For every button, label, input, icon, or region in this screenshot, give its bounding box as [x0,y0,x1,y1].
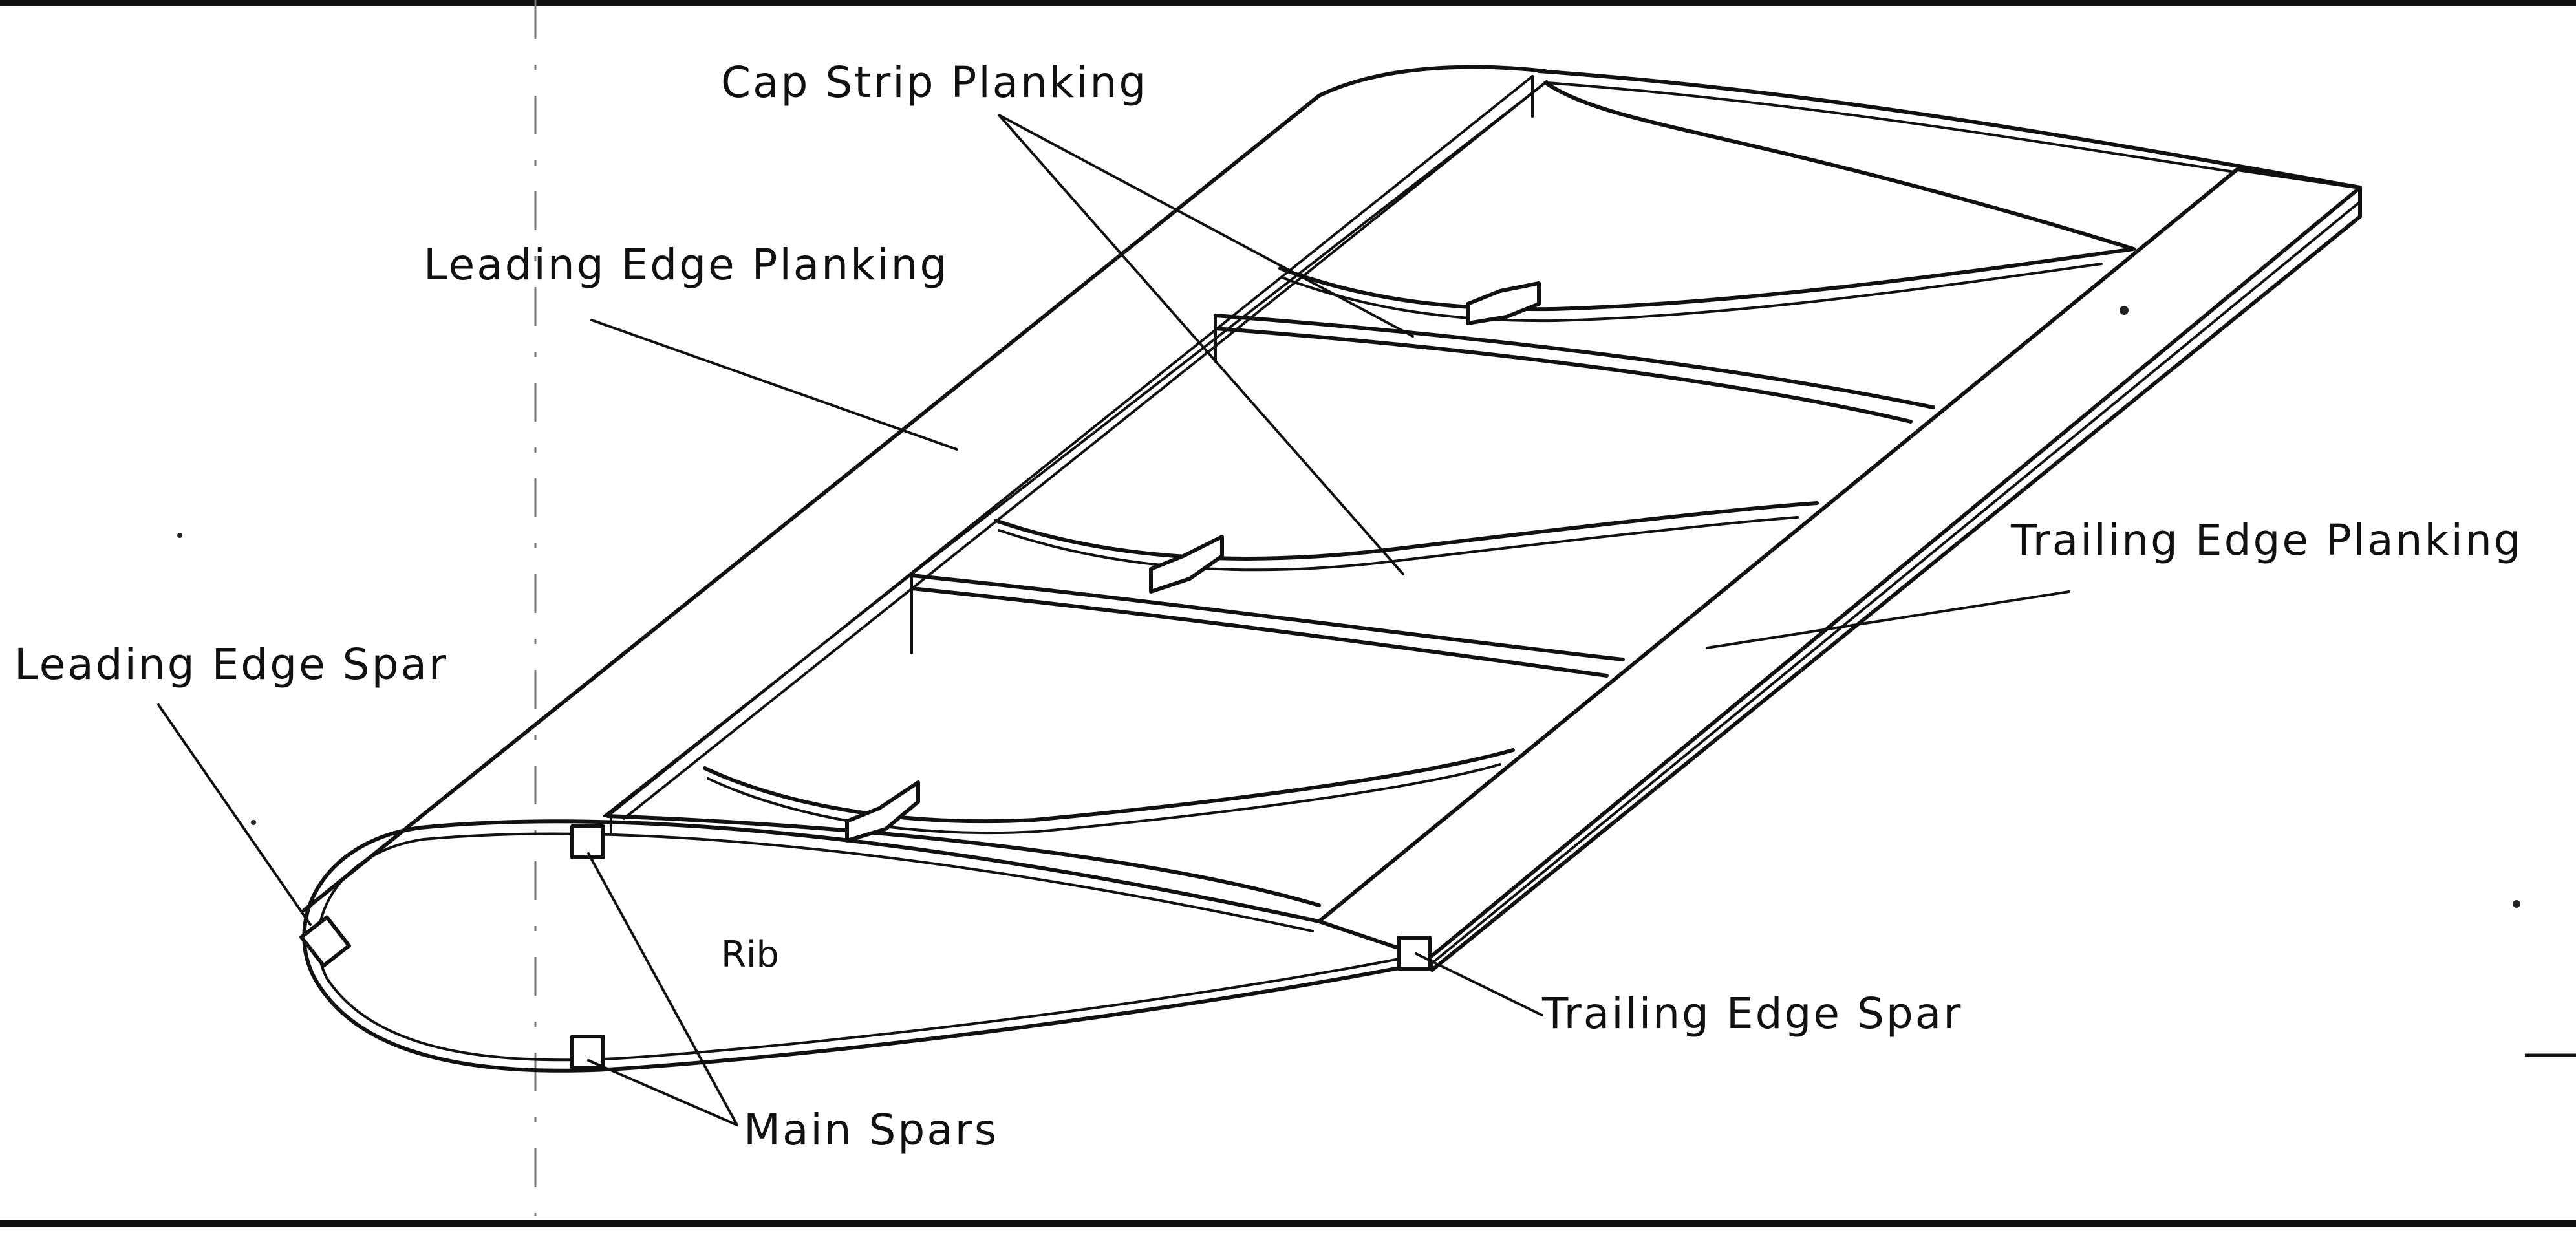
leader-trailing-edge-spar [1415,952,1543,1016]
trailing-edge-spar-block [1397,936,1432,971]
label-leading-edge-planking: Leading Edge Planking [424,240,949,290]
spar-stub-rib-1 [845,780,920,843]
rib-2-upper-camber [994,501,1819,561]
rib-1-upper-camber-inner [707,763,1501,835]
rib-2-lower-edge [910,586,1609,678]
main-spar-bottom-block [570,1035,605,1069]
rib-2-upper-edge [910,574,1625,661]
rib-1-upper-camber [703,748,1515,824]
tip-rib-camber [1543,81,2136,251]
leading-edge-planking-rear-edge [623,80,1548,820]
label-rib: Rib [721,934,779,976]
leader-leading-edge-spar [157,703,312,926]
scan-speck [2120,306,2129,315]
scan-speck [2513,900,2520,908]
main-spar-top-line [603,81,1547,817]
rib-1-upper-edge [606,814,1321,907]
wing-top-rear-outline-inner [1545,81,2245,175]
rib-3-upper-camber [1278,247,2136,312]
leading-edge-planking-shape [302,65,1547,912]
root-rib-outline [302,819,1431,1073]
label-leading-edge-spar: Leading Edge Spar [14,639,448,689]
scan-speck [251,820,256,825]
main-spar-top-block [570,824,605,859]
trailing-edge-planking-thickness-line [1429,200,2361,966]
spar-stub-rib-2 [1149,535,1224,594]
scan-speck [177,533,182,538]
label-trailing-edge-spar: Trailing Edge Spar [1541,989,1962,1038]
rib-3-upper-camber-inner [1282,263,2103,323]
label-trailing-edge-planking: Trailing Edge Planking [2010,515,2523,565]
leader-cap-strip-planking-a [998,114,1414,338]
label-cap-strip-planking: Cap Strip Planking [721,58,1148,107]
leader-trailing-edge-planking [1706,590,2070,649]
leader-cap-strip-planking-b [998,114,1404,575]
rib-2-upper-camber-inner [998,516,1799,572]
label-main-spars: Main Spars [744,1105,998,1155]
root-rib-inner-line [317,832,1424,1062]
spar-stub-rib-3 [1466,281,1541,325]
leader-leading-edge-planking [590,319,958,451]
rib-3-upper-edge [1214,314,1935,409]
leader-main-spars-top [587,852,738,1126]
leading-edge-spar-block [299,915,351,968]
rib-3-lower-edge [1214,327,1913,424]
wing-top-rear-outline [1537,69,2362,189]
leader-main-spars-bottom [587,1059,738,1126]
